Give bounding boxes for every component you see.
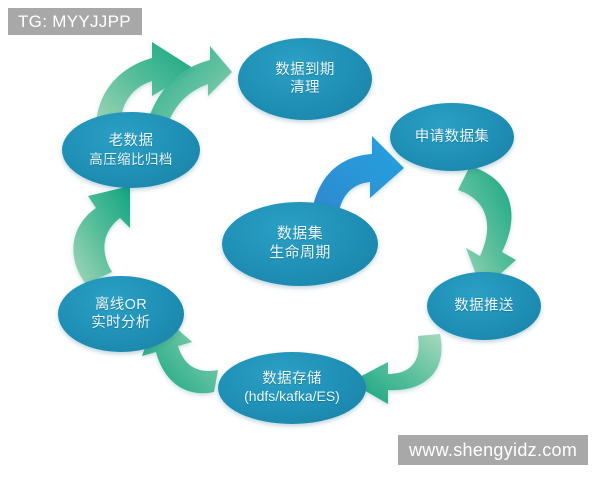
site-watermark: www.shengyidz.com: [398, 435, 589, 465]
arrow-push-to-storage: [350, 334, 442, 404]
arrow-center-to-apply: [312, 136, 404, 218]
node-offline-or-realtime-analysis[interactable]: 离线OR 实时分析: [58, 276, 184, 352]
node-old-data-archive[interactable]: 老数据 高压缩比归档: [62, 112, 200, 188]
center-label-line1: 数据集: [276, 225, 324, 243]
center-label-line2: 生命周期: [269, 244, 331, 261]
node-label-line2: (hdfs/kafka/ES): [244, 388, 340, 405]
node-label-line2: 实时分析: [91, 315, 151, 331]
node-label-line1: 数据到期: [275, 61, 335, 78]
node-data-storage[interactable]: 数据存储 (hdfs/kafka/ES): [218, 352, 366, 424]
node-label-line1: 申请数据集: [414, 128, 490, 145]
tg-tag-overlay: TG: MYYJJPP: [8, 8, 142, 35]
node-label-line1: 老数据: [108, 133, 154, 150]
node-dataset-lifecycle[interactable]: 数据集 生命周期: [222, 202, 378, 286]
node-data-expiry-cleanup[interactable]: 数据到期 清理: [238, 38, 372, 120]
arrow-analysis-to-archive: [73, 186, 130, 284]
node-label-line2: 清理: [290, 80, 320, 96]
node-label-line2: 高压缩比归档: [89, 151, 173, 167]
node-label-line1: 数据存储: [262, 371, 322, 388]
arrow-archive-to-cleanup: [96, 42, 196, 129]
node-apply-dataset[interactable]: 申请数据集: [390, 103, 514, 171]
node-label-line1: 离线OR: [94, 296, 148, 313]
arrow-archive-band: [148, 46, 232, 130]
arrow-apply-to-push: [458, 166, 516, 290]
node-label-line1: 数据推送: [454, 297, 514, 314]
node-data-push[interactable]: 数据推送: [427, 272, 541, 340]
